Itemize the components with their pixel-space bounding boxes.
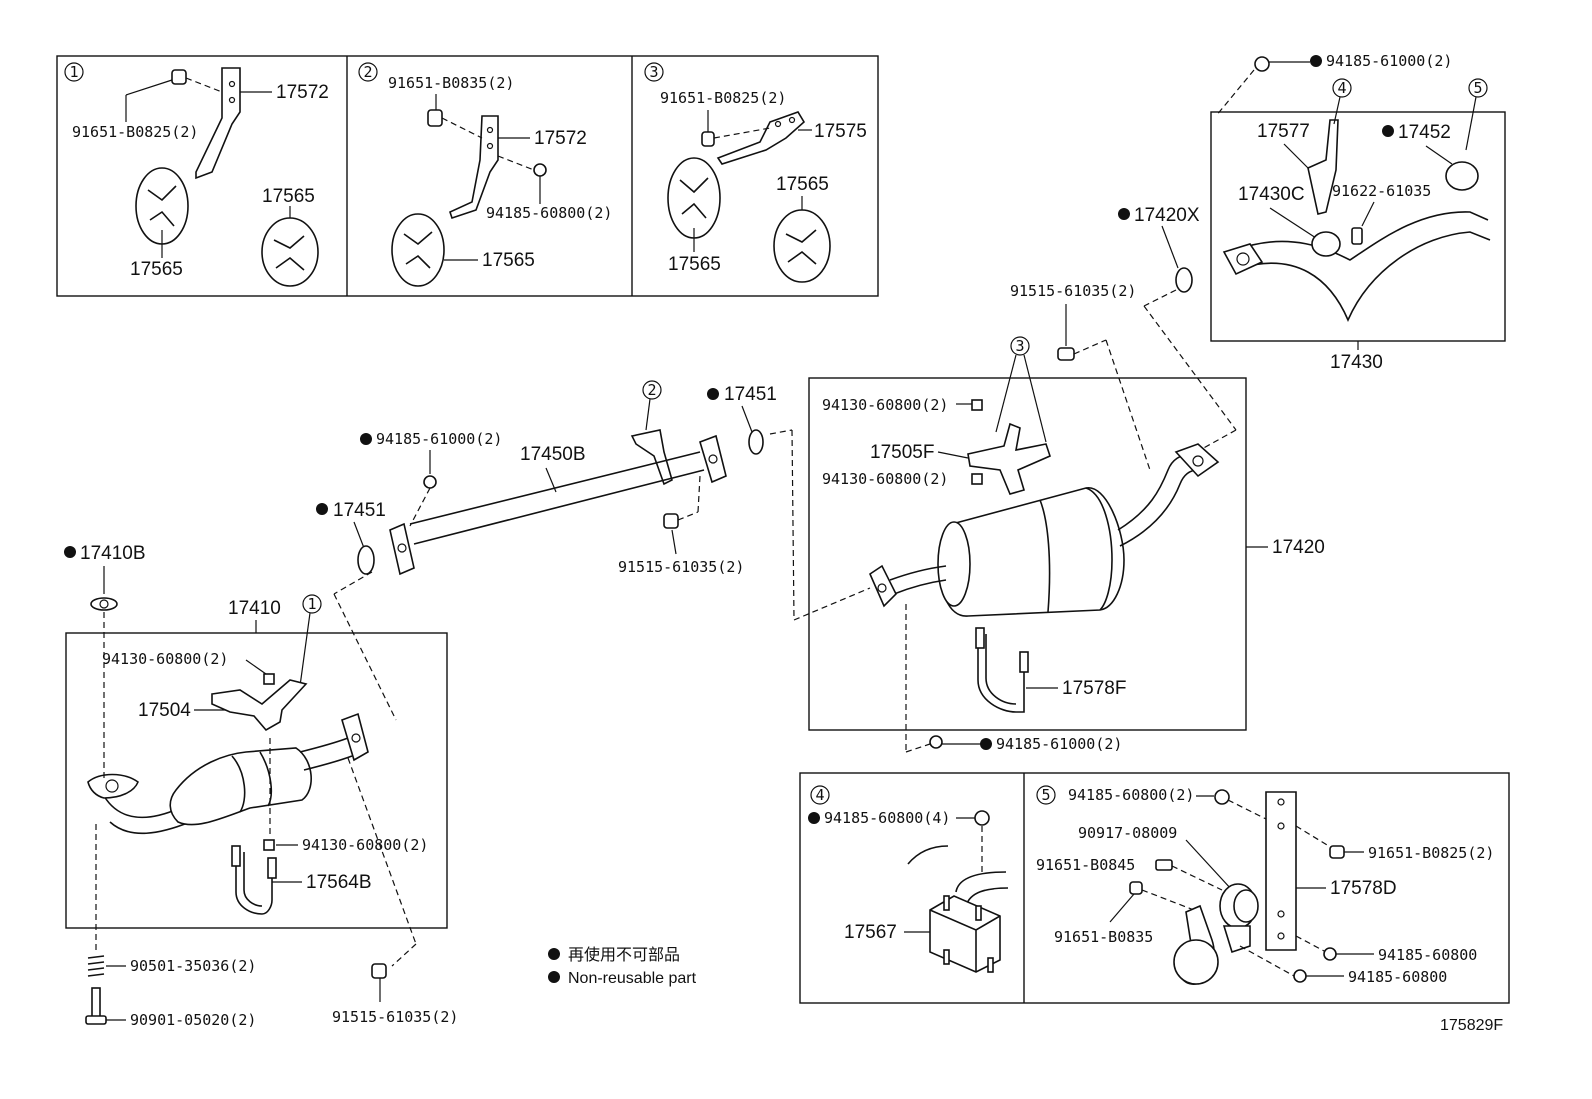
inset-5-bracket-label: 17578D [1330, 878, 1397, 899]
inset-5-bolt-a-label: 91651-B0845 [1036, 856, 1135, 874]
inset-5-nut-a-label: 94185-60800 [1378, 946, 1477, 964]
inset-4: 4 94185-60800(4) 17567 [808, 785, 1009, 973]
front-pipe-group: 2 17451 94185-61000(2) 17450B 91515-6103… [316, 380, 871, 721]
bolt-low-label: 91515-61035(2) [332, 1008, 458, 1026]
inset-1-hanger-b-label: 17565 [262, 186, 315, 207]
muffler-nut-1-label: 94130-60800(2) [822, 396, 948, 414]
non-reusable-mark [808, 812, 820, 824]
non-reusable-mark [1310, 55, 1322, 67]
muffler-nut-2-label: 94130-60800(2) [822, 470, 948, 488]
inset-row-bottom [799, 772, 1510, 1004]
stud-label: 90901-05020(2) [130, 1011, 256, 1029]
inset-4-number: 4 [815, 786, 824, 804]
non-reusable-mark [1382, 125, 1394, 137]
tail-pipe-group: 94185-61000(2) 17577 4 5 17452 17430C 91… [1210, 52, 1506, 373]
callout-1: 1 [307, 595, 316, 613]
inset-5-bolt-b-label: 91651-B0835 [1054, 928, 1153, 946]
inset-4-nut-label: 94185-60800(4) [824, 809, 950, 827]
legend-en: Non-reusable part [568, 970, 697, 987]
inset-2-hanger-label: 17565 [482, 250, 535, 271]
tail-hanger-number: 4 [1337, 79, 1346, 97]
inset-1-hanger-a-label: 17565 [130, 259, 183, 280]
tail-nut-label: 94185-61000(2) [1326, 52, 1452, 70]
converter-label: 17410 [228, 598, 281, 619]
inset-2-bracket-label: 17572 [534, 128, 587, 149]
bolt-mid-label: 91515-61035(2) [1010, 282, 1136, 300]
inset-1-number: 1 [69, 63, 78, 81]
tail-clamp-number: 5 [1473, 79, 1482, 97]
inset-5-bolt-c-label: 91651-B0825(2) [1368, 844, 1494, 862]
bracket-17504-label: 17504 [138, 700, 191, 721]
muffler-group: 17420X 91515-61035(2) 3 94130-60800(2) 1… [808, 205, 1325, 753]
inset-3-hanger-a-label: 17565 [668, 254, 721, 275]
figure-id: 175829F [1440, 1017, 1503, 1034]
muffler-label: 17420 [1272, 537, 1325, 558]
inset-2-bolt-label: 91651-B0835(2) [388, 74, 514, 92]
non-reusable-mark [980, 738, 992, 750]
tail-bolt-label: 91622-61035 [1332, 182, 1431, 200]
bracket-17505f-label: 17505F [870, 442, 934, 463]
legend: 再使用不可部品 Non-reusable part [548, 946, 697, 987]
callout-3: 3 [1015, 337, 1024, 355]
non-reusable-mark [360, 433, 372, 445]
gasket-17410b-label: 17410B [80, 543, 146, 564]
inset-2: 2 91651-B0835(2) 17572 94185-60800(2) 17… [358, 62, 612, 287]
muffler-nut-bottom-label: 94185-61000(2) [996, 735, 1122, 753]
legend-jp: 再使用不可部品 [568, 946, 680, 964]
inset-row-top [56, 55, 879, 297]
non-reusable-mark [548, 971, 560, 983]
inset-3-hanger-b-label: 17565 [776, 174, 829, 195]
inset-5-nut-b-label: 94185-60800 [1348, 968, 1447, 986]
inset-1: 1 17572 91651-B0825(2) 17565 17565 [64, 62, 329, 287]
converter-group: 17410B 17410 1 94130-60800(2) 17504 9413… [64, 543, 458, 1029]
non-reusable-mark [707, 388, 719, 400]
non-reusable-mark [1118, 208, 1130, 220]
tail-assy-label: 17430 [1330, 352, 1383, 373]
inset-5-nut-top-label: 94185-60800(2) [1068, 786, 1194, 804]
gasket-17420x-label: 17420X [1134, 205, 1200, 226]
inset-2-nut-label: 94185-60800(2) [486, 204, 612, 222]
inset-3-bolt-label: 91651-B0825(2) [660, 89, 786, 107]
non-reusable-mark [316, 503, 328, 515]
inset-2-number: 2 [363, 63, 372, 81]
inset-5-number: 5 [1041, 786, 1050, 804]
inset-3-number: 3 [649, 63, 658, 81]
front-bolt-label: 91515-61035(2) [618, 558, 744, 576]
non-reusable-mark [548, 948, 560, 960]
front-nut-label: 94185-61000(2) [376, 430, 502, 448]
muffler-clamp-label: 17578F [1062, 678, 1126, 699]
front-pipe-label: 17450B [520, 444, 586, 465]
conv-nut-b-label: 94130-60800(2) [302, 836, 428, 854]
inset-5-damper-label: 90917-08009 [1078, 824, 1177, 842]
callout-2: 2 [647, 381, 656, 399]
inset-3: 3 91651-B0825(2) 17575 17565 17565 [644, 62, 867, 283]
gasket-a-label: 17451 [724, 384, 777, 405]
spring-label: 90501-35036(2) [130, 957, 256, 975]
conv-nut-a-label: 94130-60800(2) [102, 650, 228, 668]
gasket-b-label: 17451 [333, 500, 386, 521]
inset-3-bracket-label: 17575 [814, 121, 867, 142]
inset-1-bracket-label: 17572 [276, 82, 329, 103]
tail-bracket-label: 17577 [1257, 121, 1310, 142]
non-reusable-mark [64, 546, 76, 558]
inset-4-mount-label: 17567 [844, 922, 897, 943]
tail-clamp-label: 17452 [1398, 122, 1451, 143]
tail-sub-label: 17430C [1238, 184, 1305, 205]
conv-clamp-label: 17564B [306, 872, 372, 893]
inset-1-bolt-label: 91651-B0825(2) [72, 123, 198, 141]
inset-5: 5 94185-60800(2) 17578D 91651-B0825(2) 9… [1036, 785, 1494, 986]
